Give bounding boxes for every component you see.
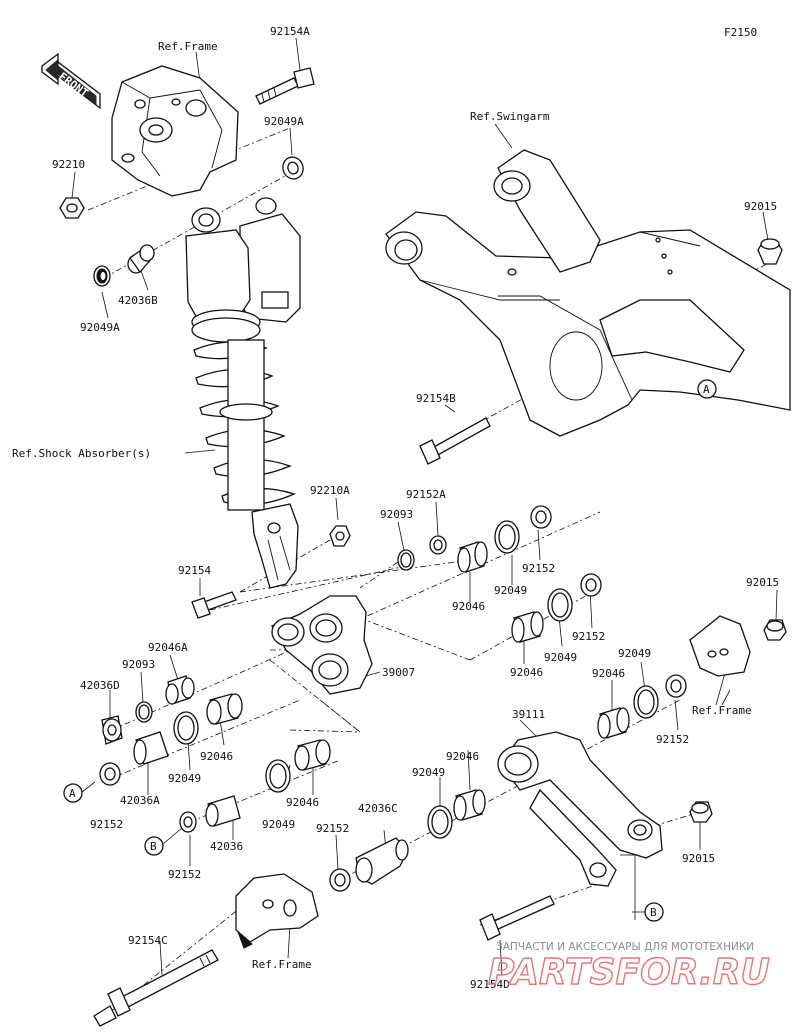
nut-92210	[59, 197, 85, 219]
label-42036A: 42036A	[120, 794, 160, 807]
swingarm	[385, 149, 791, 437]
callout-a-left-icon: A	[63, 783, 83, 803]
callout-b-left-icon: B	[144, 836, 164, 856]
label-92152A: 92152A	[406, 488, 446, 501]
rocker-arm-39007	[271, 595, 373, 695]
label-92154D: 92154D	[470, 978, 510, 991]
label-92049-r1: 92049	[494, 584, 527, 597]
label-92152-left: 92152	[90, 818, 123, 831]
label-92154A: 92154A	[270, 25, 310, 38]
frame-bracket-bottom	[235, 873, 319, 949]
label-92049-r3: 92049	[618, 647, 651, 660]
callout-b-right-icon: B	[644, 902, 664, 922]
label-42036D: 42036D	[80, 679, 120, 692]
shock-absorber	[185, 197, 301, 589]
ref-swingarm: Ref.Swingarm	[470, 110, 550, 123]
label-92152-r1: 92152	[522, 562, 555, 575]
washer-92049A-left	[93, 265, 111, 287]
label-92154C: 92154C	[128, 934, 168, 947]
label-42036B: 42036B	[118, 294, 158, 307]
label-92049A-top: 92049A	[264, 115, 304, 128]
ref-frame-top: Ref.Frame	[158, 40, 218, 53]
label-92049-l1: 92049	[168, 772, 201, 785]
small-parts	[99, 505, 687, 892]
callout-b-left: B	[150, 840, 157, 853]
label-92015-bottom: 92015	[682, 852, 715, 865]
watermark-logo: PARTSFOR.RU	[488, 952, 770, 993]
label-92015-top: 92015	[744, 200, 777, 213]
label-92046-r3: 92046	[592, 667, 625, 680]
nut-92015-bottom	[689, 801, 713, 823]
ref-shock-absorber: Ref.Shock Absorber(s)	[12, 447, 151, 460]
label-92093-top: 92093	[380, 508, 413, 521]
bolt-92154D	[479, 895, 555, 941]
washer-92049A-top	[282, 156, 304, 180]
label-92015-right: 92015	[746, 576, 779, 589]
label-92210: 92210	[52, 158, 85, 171]
bolt-92154B	[419, 417, 491, 465]
label-92152-c: 92152	[316, 822, 349, 835]
frame-bracket-right	[689, 615, 787, 677]
label-92154: 92154	[178, 564, 211, 577]
nut-92210A	[329, 525, 351, 547]
label-92152-b: 92152	[168, 868, 201, 881]
callout-a-left: A	[69, 787, 76, 800]
ref-frame-bottom: Ref.Frame	[252, 958, 312, 971]
watermark: ЗАПЧАСТИ И АКСЕССУАРЫ ДЛЯ МОТОТЕХНИКИ PA…	[487, 941, 770, 994]
label-92046-r1: 92046	[452, 600, 485, 613]
tie-rod-39111	[497, 731, 663, 887]
label-92046-mid: 92046	[446, 750, 479, 763]
diagram-code: F2150	[724, 26, 757, 39]
label-92154B: 92154B	[416, 392, 456, 405]
ref-frame-right: Ref.Frame	[692, 704, 752, 717]
label-92152-r3: 92152	[656, 733, 689, 746]
bolt-92154A	[255, 67, 315, 105]
collar-42036B	[127, 244, 155, 274]
bolt-92154	[191, 591, 237, 619]
label-92093-left: 92093	[122, 658, 155, 671]
label-92152-r2: 92152	[572, 630, 605, 643]
label-39007: 39007	[382, 666, 415, 679]
label-92049-l2: 92049	[262, 818, 295, 831]
label-42036: 42036	[210, 840, 243, 853]
nut-92015-top	[757, 238, 783, 265]
part-labels: F2150 Ref.Frame 92154A 92049A 92210 Ref.…	[12, 25, 779, 991]
callout-a-right: A	[703, 383, 710, 396]
callout-b-right: B	[650, 906, 657, 919]
label-39111: 39111	[512, 708, 545, 721]
label-92049-r2: 92049	[544, 651, 577, 664]
label-92210A: 92210A	[310, 484, 350, 497]
front-arrow-icon: FRONT	[41, 52, 101, 110]
frame-bracket-top	[111, 65, 239, 197]
bolt-92154C	[93, 949, 219, 1027]
label-92046-r2: 92046	[510, 666, 543, 679]
callout-a-right-icon: A	[697, 379, 717, 399]
watermark-tagline: ЗАПЧАСТИ И АКСЕССУАРЫ ДЛЯ МОТОТЕХНИКИ	[496, 941, 754, 953]
label-92046-l1: 92046	[200, 750, 233, 763]
label-42036C: 42036C	[358, 802, 398, 815]
label-92046A: 92046A	[148, 641, 188, 654]
label-92049A-left: 92049A	[80, 321, 120, 334]
label-92049-mid: 92049	[412, 766, 445, 779]
label-92046-l2: 92046	[286, 796, 319, 809]
